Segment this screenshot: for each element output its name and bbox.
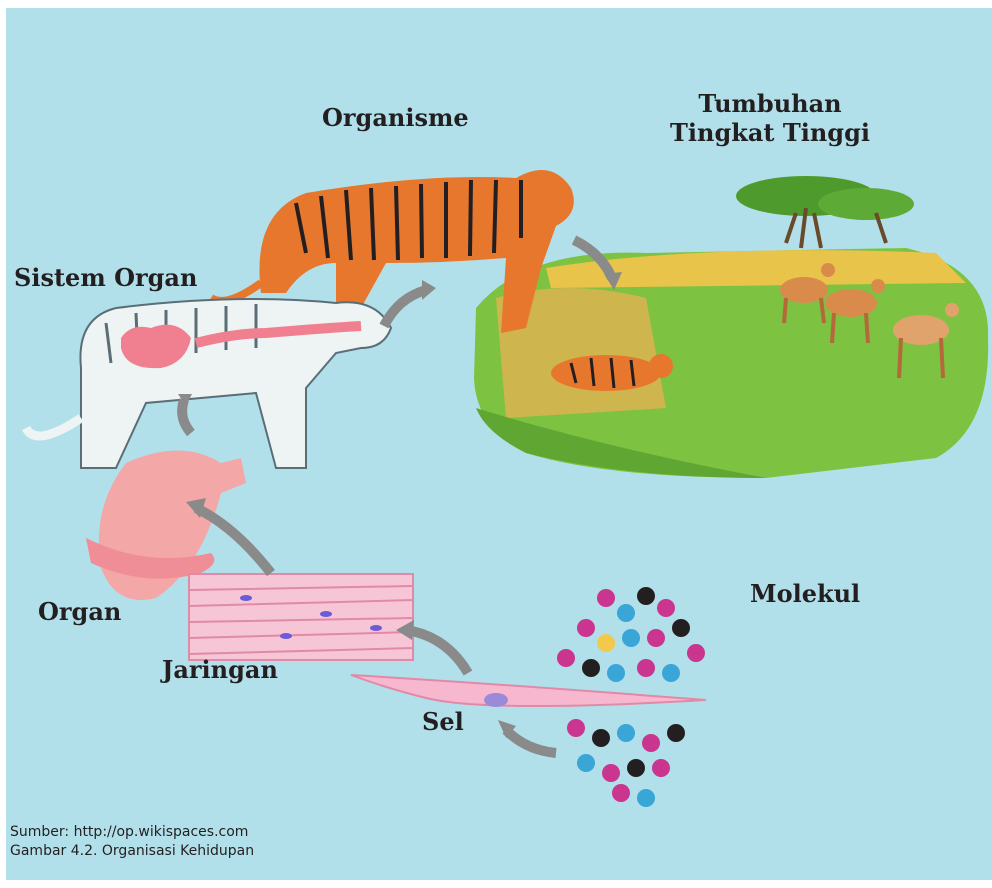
label-tumbuhan-line1: Tumbuhan <box>650 90 890 119</box>
label-molekul: Molekul <box>750 580 860 609</box>
label-sistem-organ: Sistem Organ <box>14 264 197 293</box>
caption-figure: Gambar 4.2. Organisasi Kehidupan <box>10 843 254 859</box>
label-tumbuhan: Tumbuhan Tingkat Tinggi <box>650 90 890 148</box>
label-sel: Sel <box>422 708 464 737</box>
savanna-ecosystem-illustration <box>474 248 988 478</box>
caption-source: Sumber: http://op.wikispaces.com <box>10 824 248 840</box>
label-organisme: Organisme <box>322 104 469 133</box>
label-jaringan: Jaringan <box>162 656 278 685</box>
label-organ: Organ <box>38 598 121 627</box>
muscle-tissue-illustration <box>189 574 413 660</box>
label-tumbuhan-line2: Tingkat Tinggi <box>650 119 890 148</box>
